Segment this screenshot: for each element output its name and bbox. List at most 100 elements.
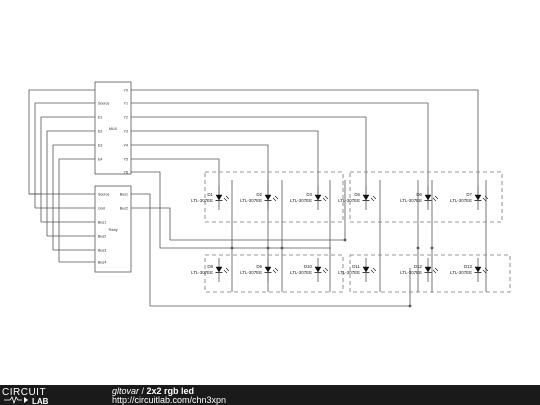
- chip-name: MUX: [109, 127, 118, 131]
- led-part: LTL-307EE: [338, 198, 360, 203]
- junction-dot: [430, 246, 434, 250]
- chip-pin-label: Source: [98, 102, 109, 106]
- circuit-url[interactable]: http://circuitlab.com/chn3xpn: [112, 395, 227, 405]
- led-ref: D9: [256, 264, 262, 269]
- leds: D1LTL-307EED2LTL-307EED3LTL-307EED5LTL-3…: [191, 186, 489, 282]
- tiwhy-chip-body: [94, 185, 132, 273]
- junction-dot: [416, 246, 420, 250]
- led-symbol: [474, 266, 482, 273]
- junction-dot: [230, 246, 234, 250]
- wire: [131, 116, 367, 200]
- chip-pin-label: Y5: [124, 158, 128, 162]
- led-ref: D2: [256, 192, 262, 197]
- chip-pin-label: Bus1: [120, 193, 128, 197]
- light-arrows-icon: [223, 195, 230, 202]
- led-ref: D3: [306, 192, 312, 197]
- chip-pin-label: Y3: [124, 130, 128, 134]
- led-part: LTL-307EE: [290, 270, 312, 275]
- light-arrows-icon: [322, 195, 329, 202]
- led-part: LTL-307EE: [400, 270, 422, 275]
- schematic-canvas: SourceE1E2E3E4Y0Y1Y2Y3Y4Y5Y6MUXSourceGnd…: [28, 81, 511, 308]
- footer-title-line: gltovar / 2x2 rgb led: [112, 386, 194, 396]
- led-ref: D12: [414, 264, 423, 269]
- light-arrows-icon: [482, 267, 489, 274]
- chip-name: Tiwhy: [108, 228, 117, 232]
- chip-pin-label: E2: [98, 130, 102, 134]
- light-arrows-icon: [370, 267, 377, 274]
- led-symbol: [264, 194, 272, 201]
- led-symbol: [474, 194, 482, 201]
- led-symbol: [215, 194, 223, 201]
- led-part: LTL-307EE: [450, 198, 472, 203]
- chip-pin-label: Y1: [124, 102, 128, 106]
- led-symbol: [215, 266, 223, 273]
- chip-pin-label: Bus3: [98, 249, 106, 253]
- led-part: LTL-307EE: [191, 198, 213, 203]
- led-ref: D5: [354, 192, 360, 197]
- led-symbol: [424, 194, 432, 201]
- light-arrows-icon: [432, 267, 439, 274]
- logo-top-text: CIRCUIT: [2, 387, 46, 398]
- led-symbol: [424, 266, 432, 273]
- led-part: LTL-307EE: [450, 270, 472, 275]
- circuitlab-logo: CIRCUIT LAB: [2, 387, 49, 405]
- chip-pin-label: Y0: [124, 89, 128, 93]
- author-link[interactable]: gltovar: [112, 386, 140, 396]
- led-part: LTL-307EE: [240, 270, 262, 275]
- led-group-box: [204, 171, 344, 223]
- junction-dot: [280, 246, 284, 250]
- wire: [131, 171, 331, 249]
- led-symbol: [314, 194, 322, 201]
- chip-pin-label: Gnd: [98, 207, 105, 211]
- logo-bottom-text: LAB: [32, 397, 49, 405]
- led-symbol: [362, 194, 370, 201]
- led-part: LTL-307EE: [191, 270, 213, 275]
- chip-pin-label: Bus2: [98, 235, 106, 239]
- wire: [131, 102, 429, 200]
- led-part: LTL-307EE: [240, 198, 262, 203]
- light-arrows-icon: [223, 267, 230, 274]
- wire: [40, 116, 95, 222]
- led-part: LTL-307EE: [338, 270, 360, 275]
- junction-dot: [266, 246, 270, 250]
- led-symbol: [264, 266, 272, 273]
- led-ref: D1: [207, 192, 213, 197]
- led-ref: D11: [352, 264, 360, 269]
- led-part: LTL-307EE: [290, 198, 312, 203]
- led-symbol: [314, 266, 322, 273]
- led-ref: D10: [304, 264, 313, 269]
- led-group-box: [349, 171, 503, 223]
- led-ref: D13: [464, 264, 473, 269]
- wire: [46, 130, 95, 236]
- led-part: LTL-307EE: [400, 198, 422, 203]
- circuit-title[interactable]: 2x2 rgb led: [146, 386, 195, 396]
- led-ref: D6: [416, 192, 422, 197]
- chip-pin-label: Source: [98, 193, 109, 197]
- light-arrows-icon: [272, 267, 279, 274]
- wire: [131, 193, 411, 307]
- light-arrows-icon: [272, 195, 279, 202]
- chip-pin-label: Y4: [124, 144, 128, 148]
- chip-pin-label: Y2: [124, 116, 128, 120]
- led-groups: [204, 171, 511, 293]
- chip-pin-label: E4: [98, 158, 102, 162]
- chips: SourceE1E2E3E4Y0Y1Y2Y3Y4Y5Y6MUXSourceGnd…: [94, 81, 132, 273]
- wire: [131, 180, 346, 241]
- footer-bar: CIRCUIT LAB gltovar / 2x2 rgb led http:/…: [0, 385, 540, 405]
- wire: [34, 102, 95, 208]
- separator: /: [139, 386, 147, 396]
- chip-pin-label: E1: [98, 116, 102, 120]
- resistor-icon: [4, 396, 22, 405]
- wire: [58, 158, 95, 262]
